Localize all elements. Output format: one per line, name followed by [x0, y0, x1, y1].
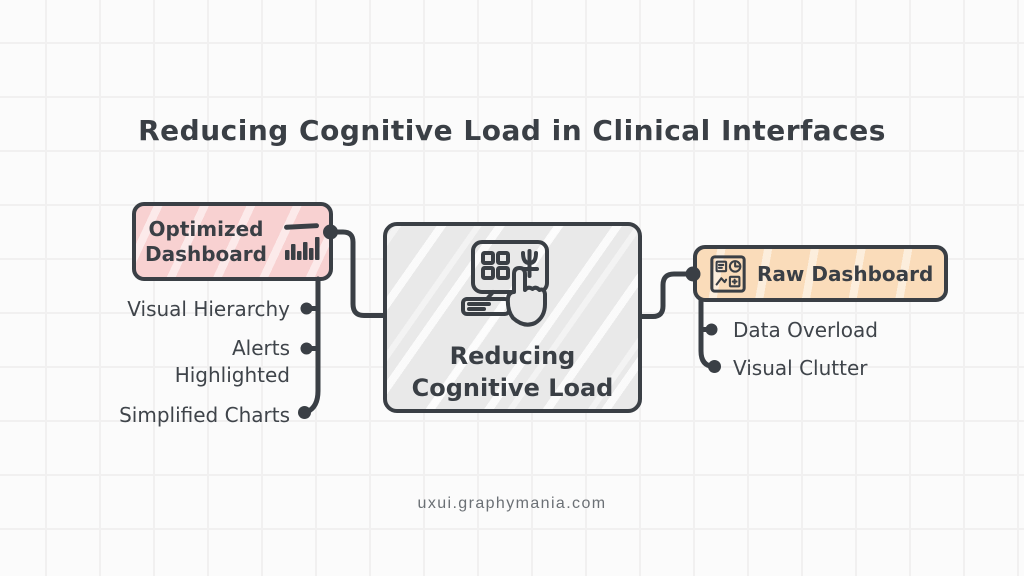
right-item-visual-clutter: Visual Clutter	[733, 356, 868, 380]
left-item-visual-hierarchy: Visual Hierarchy	[127, 297, 290, 321]
optimized-dashboard-node: Optimized Dashboard	[132, 202, 333, 281]
left-item-simplified-charts: Simplified Charts	[119, 403, 290, 427]
center-node-label: Reducing Cognitive Load	[412, 340, 614, 405]
connector-dot-data-overload	[705, 323, 718, 336]
optimized-dashboard-label: Optimized Dashboard	[145, 216, 267, 266]
connector-center-to-right	[639, 271, 695, 319]
touch-screen-icon	[460, 240, 549, 327]
connector-dot-visual-clutter	[708, 360, 721, 373]
connector-dot-visual-hierarchy	[300, 302, 313, 315]
left-item-alerts-highlighted: Alerts Highlighted	[174, 336, 290, 387]
connector-right-spine	[698, 297, 716, 369]
center-label-line1: Reducing	[449, 342, 576, 370]
bar-chart-icon	[284, 222, 320, 260]
connector-left-to-center	[327, 229, 386, 318]
connector-left-spine	[304, 276, 321, 415]
connector-dot-simplified-charts	[298, 406, 311, 419]
center-node: Reducing Cognitive Load	[383, 222, 642, 413]
center-label-line2: Cognitive Load	[411, 374, 614, 403]
page-title: Reducing Cognitive Load in Clinical Inte…	[138, 114, 886, 147]
raw-dashboard-node: Raw Dashboard	[693, 245, 948, 302]
right-item-data-overload: Data Overload	[733, 318, 878, 342]
raw-dashboard-label: Raw Dashboard	[757, 261, 934, 286]
website-url: uxui.graphymania.com	[417, 495, 607, 512]
dashboard-grid-icon	[710, 254, 746, 293]
connector-dot-alerts-highlighted	[300, 342, 313, 355]
